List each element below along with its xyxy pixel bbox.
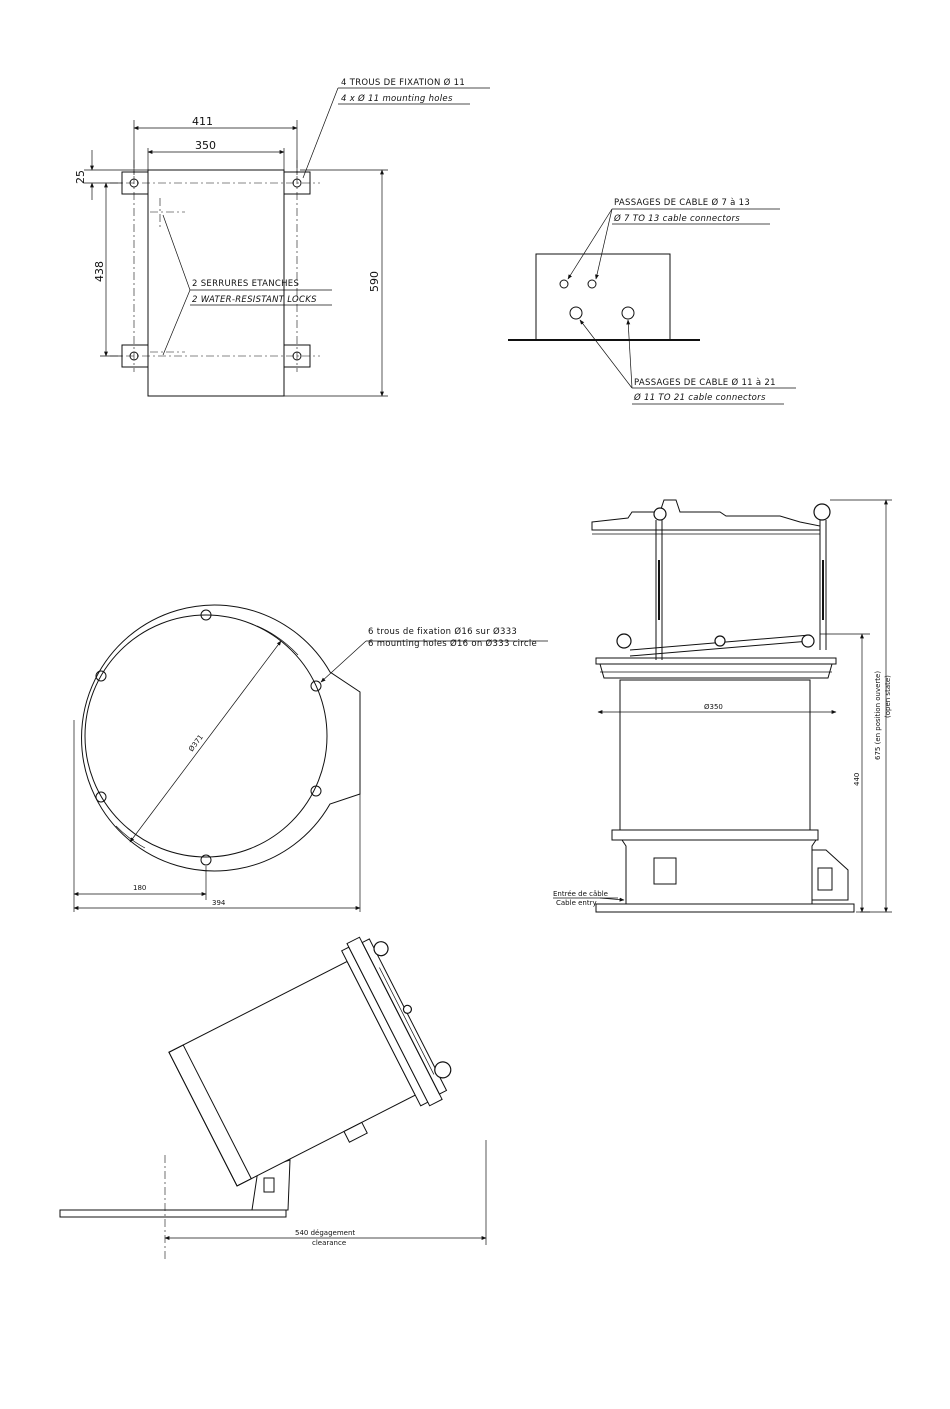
- dim-590: 590: [368, 271, 381, 292]
- dim-371: Ø371: [187, 733, 205, 753]
- dim-675-en: (open state): [884, 675, 892, 718]
- lid: [591, 499, 821, 531]
- top-view: 411 350 25 438 590 4 TROUS DE FIXATION Ø…: [74, 77, 490, 397]
- small-connector: [559, 279, 569, 289]
- clearance-label-en: clearance: [312, 1239, 346, 1247]
- mount-label-fr: 4 TROUS DE FIXATION Ø 11: [341, 77, 465, 88]
- connector-panel-view: PASSAGES DE CABLE Ø 7 à 13 Ø 7 TO 13 cab…: [508, 197, 796, 405]
- clearance-label-fr: 540 dégagement: [295, 1229, 355, 1237]
- support-bracket: [251, 1159, 291, 1211]
- top-flange: [595, 657, 837, 665]
- mount-label-en: 4 x Ø 11 mounting holes: [341, 93, 453, 104]
- mounting-hole: [200, 609, 212, 621]
- mounting-hole: [310, 785, 322, 797]
- base-plate: [59, 1209, 287, 1218]
- lock-knob: [813, 503, 831, 521]
- dim-394: 394: [212, 899, 226, 907]
- holes-label-fr: 6 trous de fixation Ø16 sur Ø333: [368, 626, 517, 637]
- base-plate: [595, 903, 855, 913]
- small-connector: [587, 279, 597, 289]
- elevation-view: Ø350 440 675 (en position ouverte) (open…: [553, 499, 892, 913]
- mounting-hole: [95, 791, 107, 803]
- large-connectors-label-fr: PASSAGES DE CABLE Ø 11 à 21: [634, 377, 776, 388]
- dim-350: 350: [195, 139, 216, 152]
- small-connectors-label-en: Ø 7 TO 13 cable connectors: [613, 213, 740, 224]
- enclosure-outline: [147, 169, 285, 397]
- small-connectors-label-fr: PASSAGES DE CABLE Ø 7 à 13: [614, 197, 750, 208]
- tilted-view: 540 dégagement clearance: [59, 936, 487, 1262]
- cable-entry-en: Cable entry: [556, 899, 597, 907]
- mounting-hole: [95, 670, 107, 682]
- cable-entry-fr: Entrée de câble: [553, 890, 608, 898]
- dim-25: 25: [74, 170, 87, 184]
- connector-panel: [535, 253, 671, 341]
- lock-knob: [653, 507, 667, 521]
- holes-label-en: 6 mounting holes Ø16 on Ø333 circle: [368, 638, 537, 649]
- dim-411: 411: [192, 115, 213, 128]
- bolt-circle: [84, 614, 328, 858]
- base: [621, 839, 817, 905]
- large-connector: [569, 306, 583, 320]
- locks-label-en: 2 WATER-RESISTANT LOCKS: [192, 295, 317, 305]
- dim-675: 675 (en position ouverte): [874, 671, 882, 760]
- dim-350-diameter: Ø350: [704, 703, 723, 711]
- plan-view: Ø371 6 trous de fixation Ø16 sur Ø333 6 …: [73, 604, 548, 912]
- dim-438: 438: [93, 261, 106, 282]
- dim-180: 180: [133, 884, 146, 892]
- mounting-hole: [200, 854, 212, 866]
- dim-440: 440: [853, 773, 861, 786]
- large-connectors-label-en: Ø 11 TO 21 cable connectors: [633, 392, 766, 403]
- base-outline: [81, 604, 361, 872]
- bottom-flange: [611, 829, 819, 841]
- locks-label-fr: 2 SERRURES ETANCHES: [192, 279, 299, 289]
- mounting-hole: [310, 680, 322, 692]
- large-connector: [621, 306, 635, 320]
